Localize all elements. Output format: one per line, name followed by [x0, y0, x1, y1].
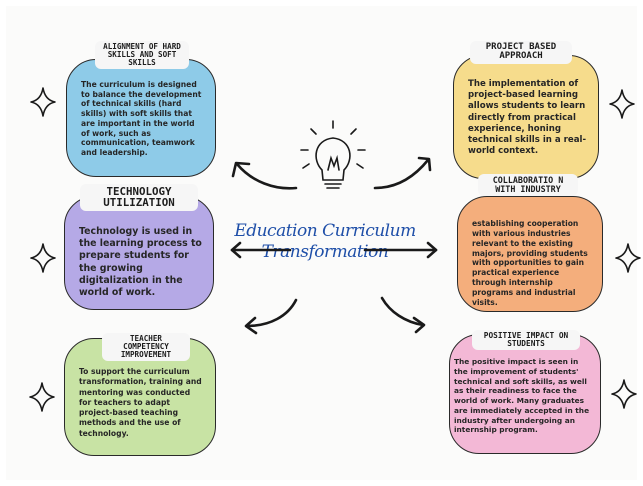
card-technology-body: Technology is used in the learning proce…	[79, 226, 202, 299]
card-teacher-title: TEACHER COMPETENCY IMPROVEMENT	[102, 333, 190, 361]
sparkle-icon	[615, 243, 641, 273]
center-title-line2: Transformation	[261, 242, 389, 263]
arrow-down-right-icon	[380, 296, 425, 327]
sparkle-icon	[609, 89, 635, 119]
card-technology-title: TECHNOLOGY UTILIZATION	[80, 184, 198, 211]
card-teacher-body: To support the curriculum transformation…	[79, 367, 202, 438]
card-impact: The positive impact is seen in the impro…	[449, 334, 601, 454]
lightbulb-icon	[300, 120, 366, 189]
sparkle-icon	[30, 87, 56, 117]
center-title-line1: Education Curriculum	[234, 221, 416, 241]
card-collaboration-body: establishing cooperation with various in…	[472, 219, 588, 307]
arrow-up-left-icon	[235, 162, 298, 190]
card-project-body: The implementation of project-based lear…	[468, 79, 587, 157]
sparkle-icon	[29, 382, 55, 412]
arrow-up-right-icon	[373, 158, 430, 190]
card-technology: Technology is used in the learning proce…	[64, 196, 214, 310]
sparkle-icon	[611, 379, 637, 409]
sparkle-icon	[30, 243, 56, 273]
card-collaboration: establishing cooperation with various in…	[457, 196, 603, 312]
card-collaboration-title: COLLABORATIO N WITH INDUSTRY	[478, 174, 578, 196]
card-alignment: The curriculum is designed to balance th…	[66, 59, 216, 177]
card-alignment-title: ALIGNMENT OF HARD SKILLS AND SOFT SKILLS	[95, 41, 189, 69]
center-title: Education Curriculum Transformation	[232, 221, 418, 264]
card-teacher: To support the curriculum transformation…	[64, 338, 216, 456]
card-alignment-body: The curriculum is designed to balance th…	[81, 80, 202, 158]
card-impact-title: POSITIVE IMPACT ON STUDENTS	[472, 330, 580, 351]
card-impact-body: The positive impact is seen in the impro…	[454, 357, 590, 435]
card-project-title: PROJECT BASED APPROACH	[470, 41, 572, 64]
arrow-down-left-icon	[245, 298, 298, 328]
